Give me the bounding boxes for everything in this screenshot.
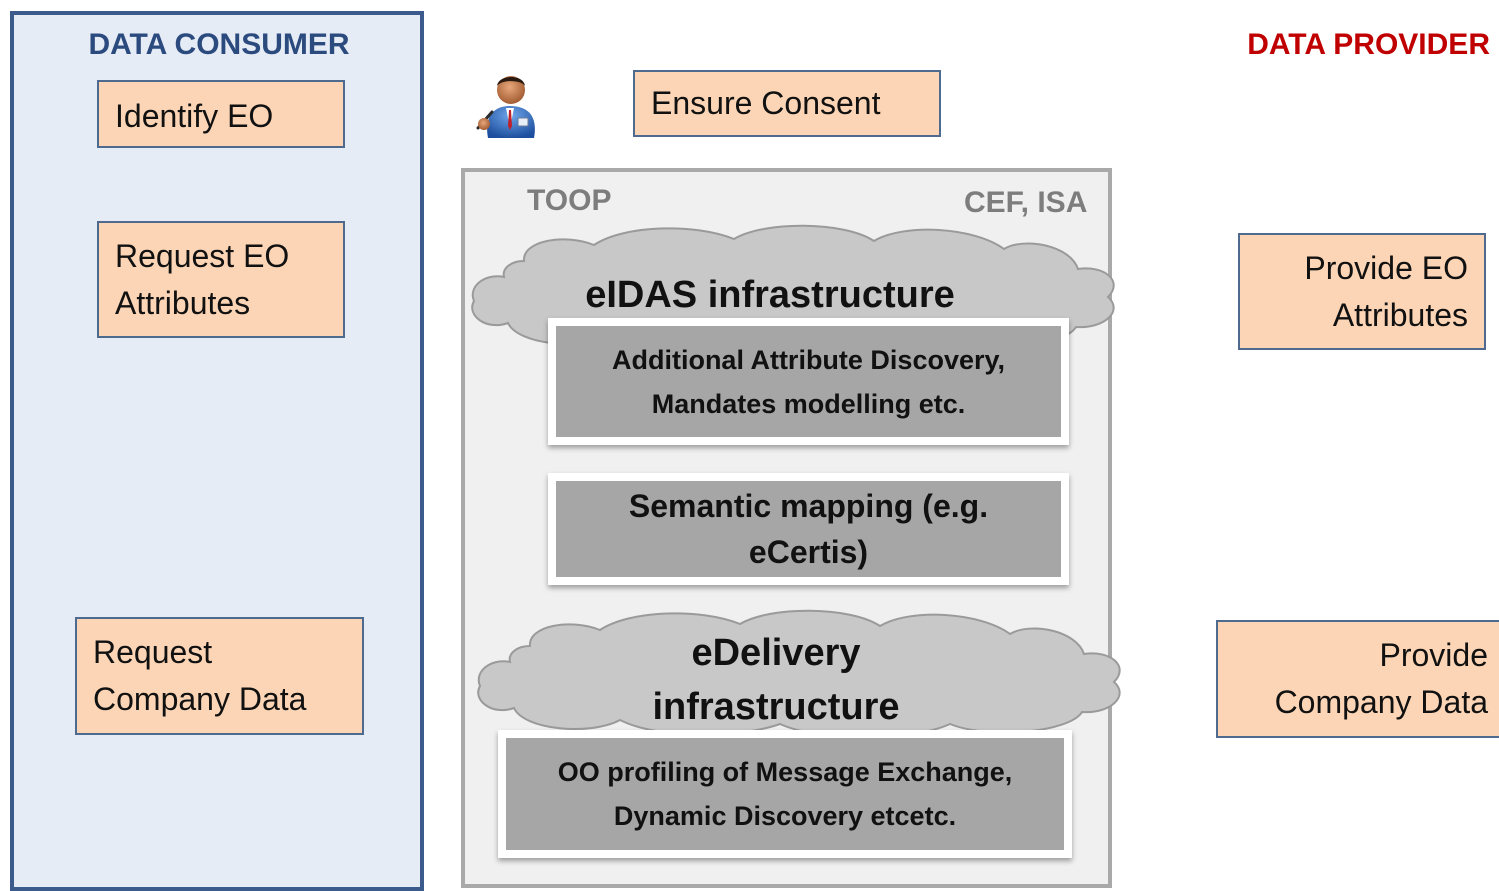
provide-eo-attributes-box: Provide EO Attributes [1238, 233, 1486, 350]
message-exchange-profiling-box: OO profiling of Message Exchange, Dynami… [498, 730, 1072, 858]
attribute-discovery-box: Additional Attribute Discovery, Mandates… [548, 318, 1069, 445]
eidas-infrastructure-label: eIDAS infrastructure [585, 274, 955, 316]
edelivery-infrastructure-label: eDelivery infrastructure [652, 632, 900, 728]
edelivery-cloud-shape [477, 609, 1121, 739]
data-consumer-title: DATA CONSUMER [88, 28, 350, 61]
request-company-data-box: Request Company Data [75, 617, 364, 735]
semantic-mapping-box: Semantic mapping (e.g. eCertis) [548, 473, 1069, 585]
cef-isa-label: CEF, ISA [964, 186, 1088, 219]
person-icon [470, 66, 550, 142]
request-eo-attributes-box: Request EO Attributes [97, 221, 345, 338]
identify-eo-box: Identify EO [97, 80, 345, 148]
ensure-consent-box: Ensure Consent [633, 70, 941, 137]
toop-label: TOOP [527, 184, 612, 217]
provide-company-data-box: Provide Company Data [1216, 620, 1499, 738]
data-provider-title: DATA PROVIDER [1247, 28, 1490, 61]
data-consumer-panel [10, 11, 424, 891]
